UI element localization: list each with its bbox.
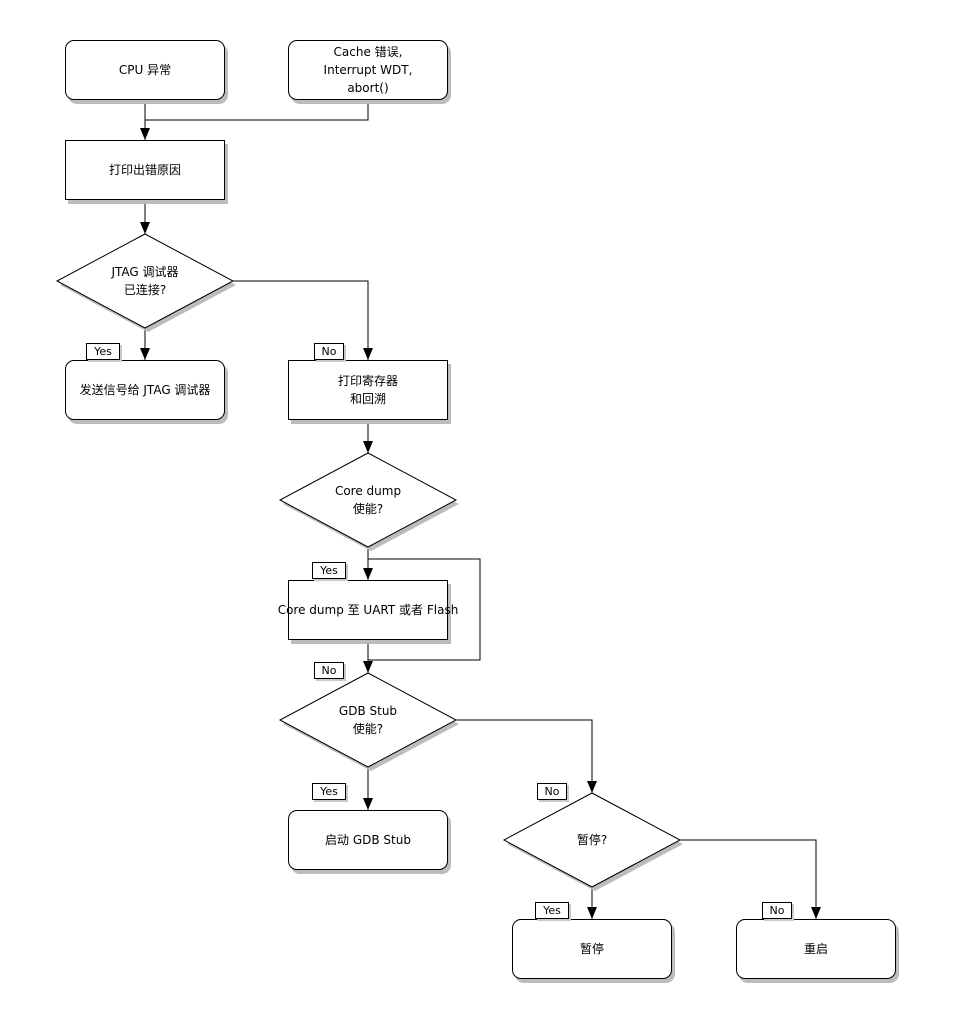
arrowhead: [587, 781, 597, 793]
gdbstub-enabled-diamond: [278, 672, 458, 768]
node-send-to-jtag: 发送信号给 JTAG 调试器: [65, 360, 225, 420]
node-print-registers: 打印寄存器 和回溯: [288, 360, 448, 420]
arrowhead: [587, 907, 597, 919]
edge-jtag-no: [233, 280, 369, 360]
arrowhead: [140, 348, 150, 360]
arrowhead: [363, 798, 373, 810]
arrowhead: [140, 222, 150, 234]
node-halt: 暂停: [512, 919, 672, 979]
edge-label-coredump-yes: Yes: [312, 562, 346, 579]
arrowhead: [363, 661, 373, 673]
edge-gdbstub-no: [456, 719, 593, 793]
edge-other-to-print: [145, 100, 369, 121]
edge-label-gdbstub-no: No: [537, 783, 567, 800]
edge-coredump-no-bypass: [368, 558, 481, 661]
edge-label-halt-yes: Yes: [535, 902, 569, 919]
jtag-connected-diamond: [55, 233, 235, 329]
edge-label-coredump-no: No: [314, 662, 344, 679]
halt-question-diamond: [502, 792, 682, 888]
edge-label-halt-no: No: [762, 902, 792, 919]
arrowhead: [363, 441, 373, 453]
arrowhead: [140, 128, 150, 140]
edge-halt-no: [680, 839, 817, 919]
node-do-coredump: Core dump 至 UART 或者 Flash: [278, 580, 458, 640]
node-start-gdbstub: 启动 GDB Stub: [288, 810, 448, 870]
edge-label-gdbstub-yes: Yes: [312, 783, 346, 800]
node-other-crash: Cache 错误, Interrupt WDT, abort(): [288, 40, 448, 100]
edge-label-jtag-no: No: [314, 343, 344, 360]
node-reboot: 重启: [736, 919, 896, 979]
arrowhead: [811, 907, 821, 919]
arrowhead: [363, 568, 373, 580]
node-print-reason: 打印出错原因: [65, 140, 225, 200]
edge-label-jtag-yes: Yes: [86, 343, 120, 360]
arrowhead: [363, 348, 373, 360]
node-cpu-exception: CPU 异常: [65, 40, 225, 100]
coredump-enabled-diamond: [278, 452, 458, 548]
